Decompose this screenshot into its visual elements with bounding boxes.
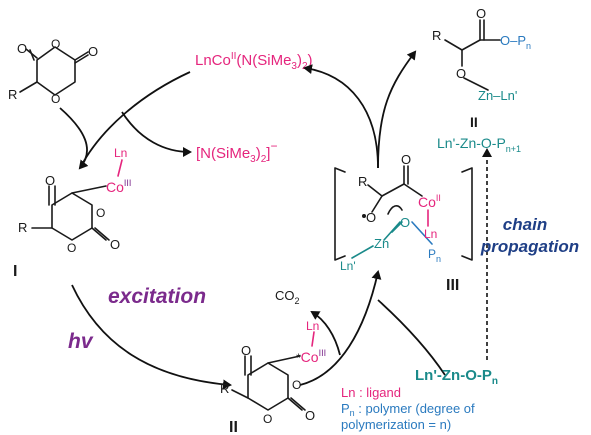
complex-I-O-top: O: [45, 173, 55, 188]
arrow-II-to-III: [299, 270, 382, 386]
complex-III-R: R: [358, 174, 367, 189]
product-R: R: [432, 28, 441, 43]
complex-III-numeral: III: [446, 277, 459, 294]
complex-II-cobalt: *CoIII: [296, 348, 326, 365]
complex-I-O-carb: O: [110, 237, 120, 252]
chain-propagation-label-1: chain: [503, 215, 547, 234]
complex-III-structure: R O O O CoII Ln Zn Ln' Pn III: [334, 152, 473, 294]
hv-label: hv: [68, 330, 94, 353]
reagent-formula: Ln'-Zn-O-Pn: [415, 367, 498, 387]
arrow-co2-release: [310, 310, 341, 356]
legend-ligand: Ln : ligand: [341, 385, 401, 400]
complex-I-ligand: Ln: [114, 146, 127, 160]
monomer-structure: O O O O R: [8, 37, 98, 106]
arrow-catalyst-to-I: [79, 71, 191, 169]
complex-II-O-ring2: O: [263, 412, 272, 426]
complex-II-structure: O O O O R Ln *CoIII II: [220, 319, 326, 435]
product-structure: R O O–Pn O Zn–Ln' II Ln'-Zn-O-Pn+1: [432, 6, 531, 154]
monomer-O-carbonyl2: O: [88, 44, 98, 59]
complex-II-O-ring: O: [292, 378, 301, 392]
arrow-III-to-product: [377, 50, 417, 169]
arrow-III-to-catalyst: [303, 64, 379, 169]
monomer-O-ring: O: [51, 37, 60, 51]
complex-I-R: R: [18, 220, 27, 235]
product-numeral: II: [470, 114, 478, 130]
complex-III-ligand-zn: Ln': [340, 259, 356, 273]
complex-III-polymer: Pn: [428, 247, 441, 264]
arrow-to-anion: [121, 111, 192, 157]
product-ester: O–Pn: [500, 33, 531, 51]
product-O-zn: O: [456, 66, 466, 81]
legend-polymer-line2: polymerization = n): [341, 417, 451, 432]
excitation-label: excitation: [108, 285, 206, 308]
catalyst-label: LnCoII(N(SiMe3)2): [195, 51, 313, 72]
legend-polymer-line1: Pn : polymer (degree of: [341, 401, 475, 418]
product-zn: Zn–Ln': [478, 88, 517, 103]
complex-I-O-ring2: O: [67, 241, 76, 255]
arrow-I-to-II: [71, 284, 232, 390]
complex-II-ligand: Ln: [306, 319, 319, 333]
complex-I-numeral: I: [13, 263, 17, 280]
complex-III-O-carbonyl: O: [401, 152, 411, 167]
chain-propagation-label-2: propagation: [480, 237, 579, 256]
complex-I-cobalt: CoIII: [106, 178, 131, 195]
complex-III-cobalt: CoII: [418, 193, 441, 210]
complex-II-O-carb: O: [305, 408, 315, 423]
complex-III-zinc: Zn: [374, 236, 389, 251]
product-chain-formula: Ln'-Zn-O-Pn+1: [437, 135, 521, 154]
complex-III-O-right: O: [400, 215, 410, 230]
complex-III-O-left: O: [366, 210, 376, 225]
monomer-R: R: [8, 87, 17, 102]
complex-II-numeral: II: [229, 419, 238, 435]
complex-I-O-ring: O: [96, 206, 105, 220]
complex-II-O-top: O: [241, 343, 251, 358]
arrow-monomer-to-I: [59, 107, 89, 170]
complex-II-R: R: [220, 381, 229, 396]
anion-label: [N(SiMe3)2]−: [196, 139, 277, 165]
monomer-O-ring2: O: [51, 92, 60, 106]
complex-III-ligand: Ln: [424, 227, 437, 241]
complex-I-structure: O O O O R Ln CoIII I: [13, 146, 131, 280]
co2-label: CO2: [275, 288, 300, 306]
product-O-carbonyl: O: [476, 6, 486, 21]
arrow-reagent-to-III: [377, 299, 446, 376]
monomer-O-carbonyl: O: [17, 41, 27, 56]
